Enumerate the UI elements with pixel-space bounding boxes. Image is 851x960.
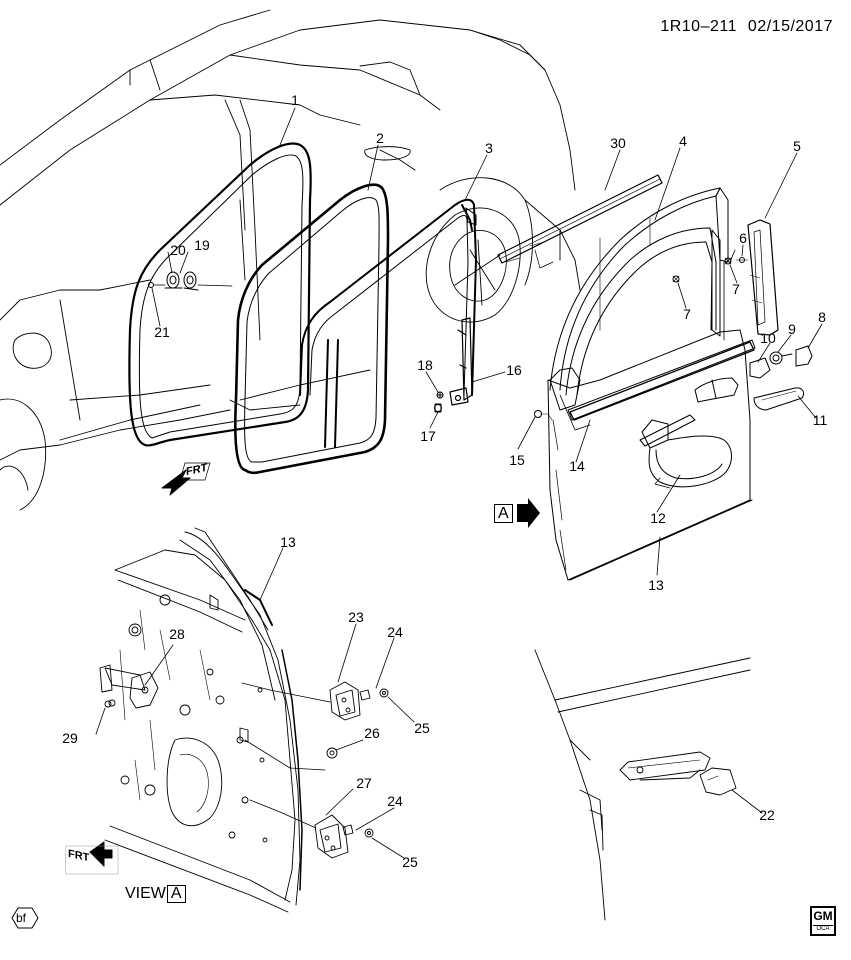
callout-2: 2 bbox=[376, 130, 384, 146]
callout-20: 20 bbox=[170, 242, 186, 258]
fasteners-6-7 bbox=[672, 257, 749, 283]
callout-8: 8 bbox=[818, 309, 826, 325]
callout-14: 14 bbox=[569, 458, 585, 474]
door-applique-5 bbox=[747, 219, 779, 336]
gm-logo-text: GM bbox=[813, 909, 833, 923]
callout-12: 12 bbox=[650, 510, 666, 526]
callout-15: 15 bbox=[509, 452, 525, 468]
outside-handle-detail-22 bbox=[534, 649, 751, 921]
diagram-header: 1R10–211 02/15/2017 bbox=[660, 18, 833, 36]
callout-21: 21 bbox=[154, 324, 170, 340]
gm-logo: GM OCA bbox=[810, 906, 836, 936]
callout-7-right: 7 bbox=[732, 281, 740, 297]
frt-arrow-bottom bbox=[65, 841, 119, 875]
callout-7-left: 7 bbox=[683, 306, 691, 322]
callout-11: 11 bbox=[812, 412, 828, 428]
callout-1: 1 bbox=[291, 92, 299, 108]
callout-23: 23 bbox=[348, 609, 364, 625]
belt-molding-outer-30 bbox=[497, 174, 663, 269]
a-marker-arrow bbox=[517, 498, 540, 528]
callout-6: 6 bbox=[739, 230, 747, 246]
callout-13-door: 13 bbox=[648, 577, 664, 593]
callout-13-view: 13 bbox=[280, 534, 296, 550]
callout-3: 3 bbox=[485, 140, 493, 156]
callout-18: 18 bbox=[417, 357, 433, 373]
vehicle-body-outline bbox=[0, 9, 581, 511]
weatherstrip-door-side bbox=[233, 183, 390, 475]
callout-16: 16 bbox=[506, 362, 522, 378]
glass-run-channel bbox=[299, 198, 477, 448]
callout-4: 4 bbox=[679, 133, 687, 149]
fastener-17-18 bbox=[434, 391, 444, 413]
leader-lines bbox=[95, 107, 823, 859]
door-bumpers-19-20-21 bbox=[148, 271, 233, 291]
view-label-text: VIEW bbox=[125, 885, 166, 902]
callout-5: 5 bbox=[793, 138, 801, 154]
weatherstrip-body-side bbox=[128, 142, 312, 447]
bf-badge: bf bbox=[6, 907, 36, 929]
frt-arrow-top bbox=[161, 462, 211, 496]
view-a-marker: A bbox=[494, 504, 513, 523]
view-a-door-inner bbox=[99, 527, 389, 913]
callout-27: 27 bbox=[356, 775, 372, 791]
window-channel-rear bbox=[449, 317, 473, 406]
outside-mirror-12 bbox=[641, 419, 732, 489]
callout-29: 29 bbox=[62, 730, 78, 746]
diagram-code: 1R10–211 bbox=[660, 18, 737, 35]
diagram-date: 02/15/2017 bbox=[747, 18, 833, 35]
callout-28: 28 bbox=[169, 626, 185, 642]
callout-22: 22 bbox=[759, 807, 775, 823]
callout-10: 10 bbox=[760, 330, 776, 346]
callout-26: 26 bbox=[364, 725, 380, 741]
callout-25-upper: 25 bbox=[414, 720, 430, 736]
callout-30: 30 bbox=[610, 135, 626, 151]
bf-hexagon-icon bbox=[11, 907, 39, 929]
fastener-15 bbox=[534, 410, 553, 421]
callout-9: 9 bbox=[788, 321, 796, 337]
callout-24-upper: 24 bbox=[387, 624, 403, 640]
callout-24-lower: 24 bbox=[387, 793, 403, 809]
callout-19: 19 bbox=[194, 237, 210, 253]
belt-seal-14 bbox=[569, 341, 755, 421]
gm-logo-sub: OCA bbox=[813, 925, 833, 933]
view-label-letter: A bbox=[166, 885, 186, 903]
callout-25-lower: 25 bbox=[402, 854, 418, 870]
bf-badge-text: bf bbox=[15, 911, 26, 925]
front-door-assembly bbox=[547, 187, 756, 581]
callout-17: 17 bbox=[420, 428, 436, 444]
handle-parts-8-9-10-11 bbox=[749, 345, 813, 411]
